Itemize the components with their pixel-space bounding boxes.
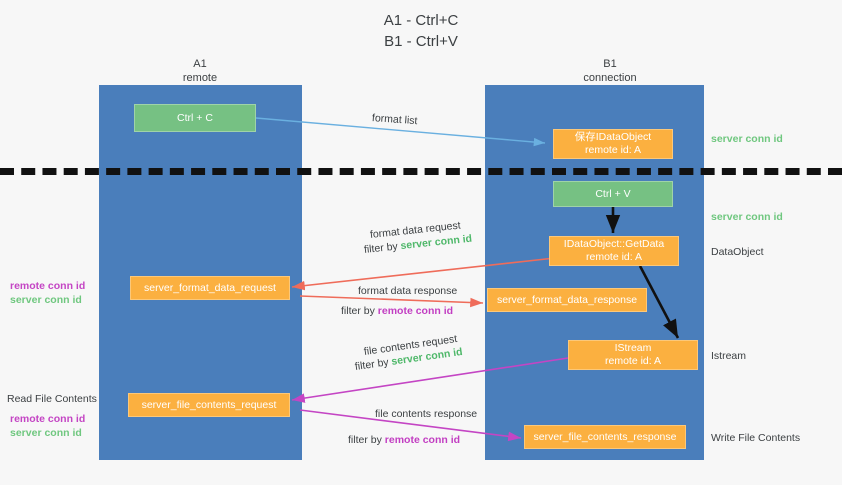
filter-prefix: filter by (341, 305, 378, 317)
node-server-file-contents-request[interactable]: server_file_contents_request (128, 393, 290, 417)
node-server-format-data-response[interactable]: server_format_data_response (487, 288, 647, 312)
filter-key-remote-conn-id: remote conn id (384, 434, 461, 446)
node-istream[interactable]: IStream remote id: A (568, 340, 698, 370)
node-getdata[interactable]: IDataObject::GetData remote id: A (549, 236, 679, 266)
node-server-file-contents-response[interactable]: server_file_contents_response (524, 425, 686, 449)
node-getdata-line2: remote id: A (585, 251, 643, 263)
annotation-left-remote-conn-id-2: remote conn id (10, 413, 86, 425)
edge-label-file-contents-response: file contents response (375, 408, 478, 420)
node-server-format-data-request[interactable]: server_format_data_request (130, 276, 290, 300)
annotation-right-server-conn-id-mid: server conn id (711, 211, 783, 223)
annotation-left-read-file-contents: Read File Contents (7, 393, 97, 405)
annotation-left-remote-conn-id-1: remote conn id (10, 280, 86, 292)
edge-label-format-data-response-filter: filter by remote conn id (341, 304, 453, 318)
annotation-left-server-conn-id-1: server conn id (10, 294, 82, 306)
node-ctrl-c-line1: Ctrl + C (177, 111, 213, 124)
node-idataobject[interactable]: 保存IDataObject remote id: A (553, 129, 673, 159)
node-getdata-line1: IDataObject::GetData (563, 238, 665, 250)
node-server-file-contents-request-label: server_file_contents_request (141, 398, 277, 411)
filter-prefix: filter by (354, 355, 393, 373)
node-idataobject-line2: remote id: A (584, 144, 642, 156)
node-server-file-contents-response-label: server_file_contents_response (533, 430, 677, 443)
annotation-right-dataobject: DataObject (711, 246, 764, 258)
filter-prefix: filter by (348, 434, 385, 446)
annotation-left-conn-ids-bottom: remote conn id server conn id (10, 412, 85, 440)
edge-label-format-data-response: format data response (358, 285, 458, 297)
node-ctrl-v-line1: Ctrl + V (595, 187, 631, 200)
lane-header-b1: B1 connection (583, 58, 637, 84)
node-ctrl-c[interactable]: Ctrl + C (134, 104, 256, 132)
annotation-right-write-file-contents: Write File Contents (711, 432, 801, 444)
diagram-title: A1 - Ctrl+C B1 - Ctrl+V (383, 12, 459, 50)
filter-key-remote-conn-id: remote conn id (377, 305, 454, 317)
edge-label-file-contents-response-filter: filter by remote conn id (348, 433, 460, 447)
edge-label-format-list: format list (371, 112, 418, 128)
annotation-right-istream: Istream (711, 350, 747, 362)
phase-divider (0, 168, 842, 175)
annotation-left-server-conn-id-2: server conn id (10, 427, 82, 439)
node-ctrl-v[interactable]: Ctrl + V (553, 181, 673, 207)
filter-prefix: filter by (363, 240, 402, 256)
node-server-format-data-request-label: server_format_data_request (144, 281, 276, 294)
node-idataobject-line1: 保存IDataObject (574, 131, 652, 143)
node-istream-line1: IStream (614, 342, 652, 354)
node-istream-line2: remote id: A (604, 355, 662, 367)
lane-header-a1: A1 remote (182, 58, 218, 84)
annotation-right-server-conn-id-top: server conn id (711, 133, 783, 145)
annotation-left-conn-ids-top: remote conn id server conn id (10, 279, 85, 307)
node-server-format-data-response-label: server_format_data_response (496, 293, 638, 306)
